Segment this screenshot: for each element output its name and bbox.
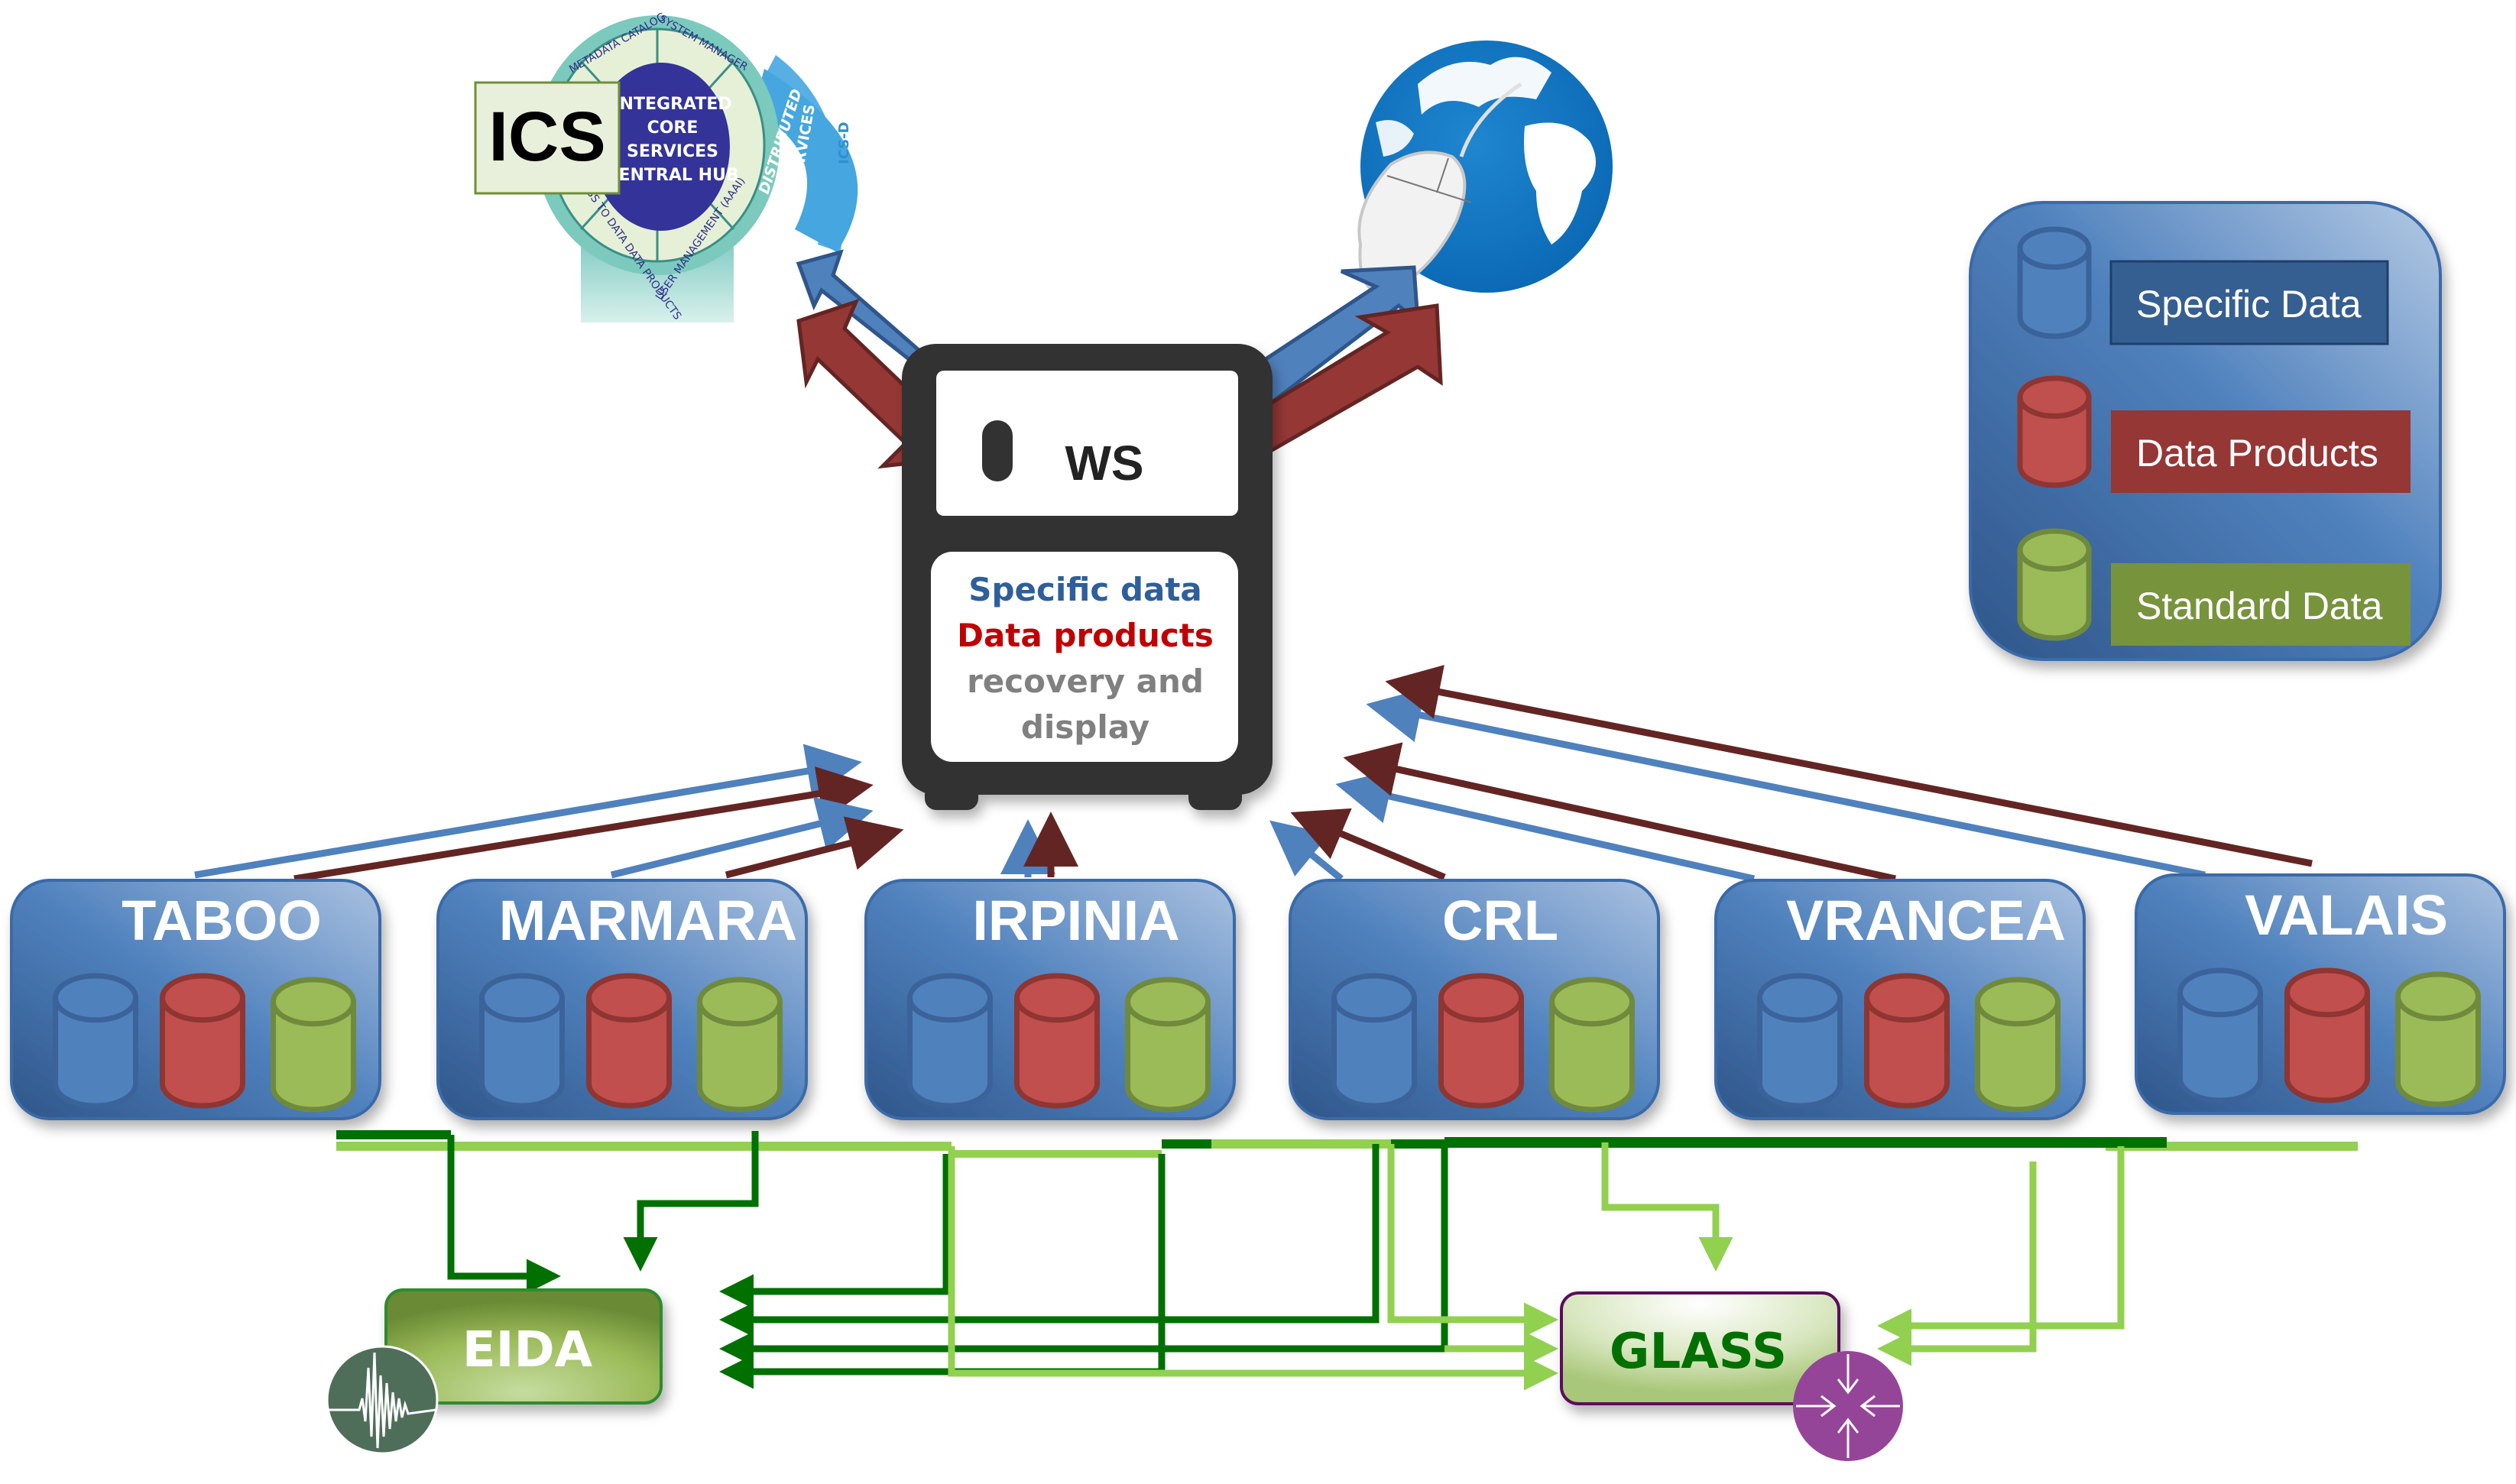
converging-arrows-icon [1793,1351,1903,1461]
legend-label: Data Products [2136,432,2378,475]
standard-data-db-icon [271,977,356,1113]
site-taboo[interactable]: TABOO [10,879,381,1120]
ics-label-box [474,81,621,195]
ics-d-label: ICS-D [836,122,852,164]
standard-data-db-icon [2395,971,2481,1107]
ws-slot-icon [982,420,1013,481]
site-name: MARMARA [499,889,798,952]
taboo-specific-data-arrow [194,744,862,879]
ws-line-recovery: recovery and [967,663,1204,700]
standard-data-db-icon [1549,977,1635,1113]
vrancea-to-glass-right [1877,1162,2037,1366]
specific-data-db-icon [53,973,138,1109]
legend-item: Specific Data [2017,226,2389,345]
database-icon [2017,528,2092,641]
data-products-db-icon [1014,973,1100,1109]
data-products-db-icon [586,973,672,1109]
seismogram-icon [326,1345,439,1455]
marmara-data-products-arrow [725,816,904,879]
site-marmara[interactable]: MARMARA [436,879,808,1120]
irpinia-to-glass [948,1146,1558,1391]
site-name: TABOO [122,889,322,952]
site-name: IRPINIA [972,889,1179,952]
ws-title: WS [1065,436,1143,491]
specific-data-db-icon [1331,973,1417,1109]
site-vrancea[interactable]: VRANCEA [1714,879,2086,1120]
crl-to-eida [719,1144,1380,1337]
marmara-to-eida [623,1131,759,1272]
legend-label: Standard Data [2136,585,2383,627]
legend-label: Specific Data [2136,283,2362,326]
data-products-db-icon [1438,973,1524,1109]
hub-line: SERVICES [627,142,718,161]
specific-data-db-icon [1757,973,1843,1109]
site-name: VALAIS [2245,883,2448,947]
site-to-ws-arrows [194,665,2313,883]
ics-label: ICS [488,98,605,176]
ws-line-display: display [1021,708,1149,746]
specific-data-db-icon [479,973,565,1109]
sites: TABOO MARMARA IRPINIA CRL VRANCEA VALAIS [10,873,2506,1120]
legend-item: Standard Data [2017,528,2411,646]
taboo-to-eida [447,1135,561,1294]
site-valais[interactable]: VALAIS [2135,873,2506,1115]
specific-data-db-icon [907,973,993,1109]
ws-line-specific-data: Specific data [968,571,1202,608]
site-crl[interactable]: CRL [1289,879,1660,1120]
data-products-db-icon [2284,967,2370,1103]
marmara-specific-data-arrow [610,796,874,879]
crl-specific-data-arrow [1269,820,1344,882]
site-name: VRANCEA [1786,889,2066,952]
legend-label-box [2111,563,2411,646]
data-products-db-icon [160,973,245,1109]
ws-title-panel [936,371,1238,516]
taboo-data-products-arrow [293,766,874,883]
eida-service[interactable]: EIDA [384,1288,663,1405]
hub-line: CENTRAL HUB [606,166,738,185]
hub-line: CORE [647,118,699,138]
ws-line-data-products: Data products [957,617,1214,654]
vrancea-data-products-arrow [1343,742,1896,883]
legend-label-box [2111,410,2411,493]
standard-data-db-icon [1975,977,2060,1113]
database-icon [2017,375,2092,488]
database-icon [2017,226,2092,339]
ics-hub[interactable]: METADATA CATALOG SYSTEM MANAGER USER MAN… [474,11,858,322]
specific-data-db-icon [2177,967,2263,1103]
irpinia-to-eida [719,1154,950,1309]
glass-service[interactable]: GLASS [1560,1291,1840,1405]
standard-data-db-icon [697,977,783,1113]
legend-label-box [2109,260,2389,345]
site-name: CRL [1442,889,1558,952]
standard-data-network [336,1130,2358,1391]
globe-mouse-icon[interactable] [1357,41,1613,296]
vrancea-specific-data-arrow [1335,769,1755,883]
eida-label: EIDA [462,1322,593,1379]
standard-data-db-icon [1125,977,1211,1113]
crl-to-glass [1387,1144,1558,1337]
data-products-db-icon [1864,973,1950,1109]
legend-item: Data Products [2017,375,2411,493]
crl-data-products-arrow [1290,808,1446,881]
ics-center-hub [592,63,730,231]
valais-data-products-arrow [1385,665,2313,867]
valais-to-glass [1877,1146,2125,1343]
site-irpinia[interactable]: IRPINIA [864,879,1236,1120]
hub-line: INTEGRATED [613,95,731,114]
ws-server[interactable]: WS Specific data Data products recovery … [902,344,1273,810]
glass-label: GLASS [1610,1324,1787,1380]
ws-description-panel [931,552,1238,762]
valais-specific-data-arrow [1366,688,2206,879]
bus-to-glass-top [1601,1142,1733,1272]
ics-d-arc [767,55,844,252]
